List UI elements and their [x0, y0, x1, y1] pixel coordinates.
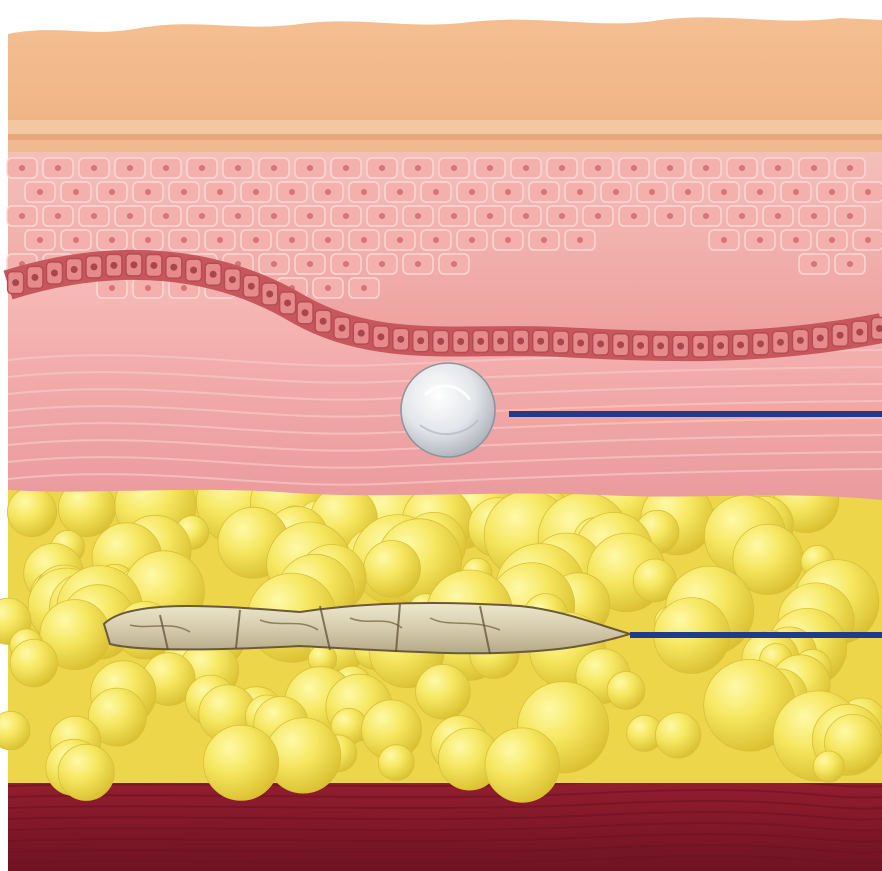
- implant-thread: [104, 603, 630, 654]
- stratum-corneum-layer: [8, 17, 882, 152]
- filler-droplet: [401, 363, 495, 457]
